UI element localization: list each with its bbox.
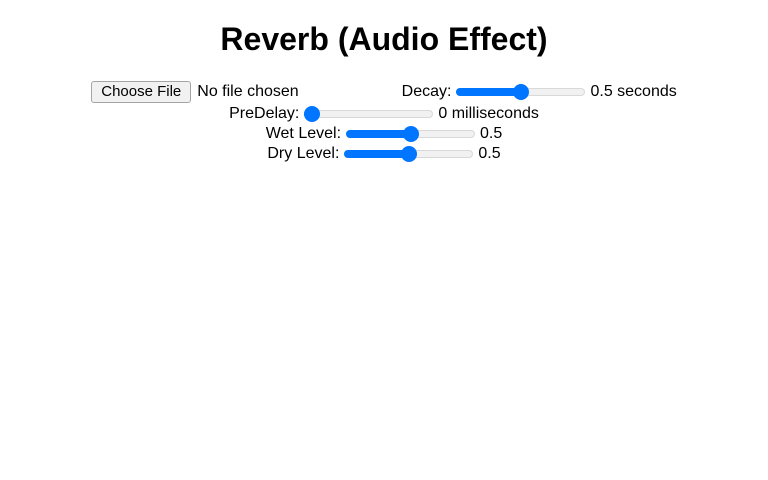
predelay-value: 0 milliseconds <box>438 105 539 122</box>
predelay-slider-track <box>304 110 434 118</box>
wet-level-slider-fill <box>346 130 411 138</box>
predelay-slider[interactable] <box>304 106 434 122</box>
audio-file-input[interactable]: Choose File No file chosen <box>91 80 299 103</box>
decay-slider-thumb[interactable] <box>512 83 529 100</box>
decay-slider-fill <box>456 87 521 96</box>
reverb-app-page: Reverb (Audio Effect) Choose File No fil… <box>0 21 768 164</box>
decay-value: 0.5 seconds <box>590 82 677 100</box>
wet-level-slider[interactable] <box>346 126 476 142</box>
dry-level-slider-fill <box>344 150 409 158</box>
predelay-label: PreDelay: <box>229 105 300 122</box>
page-title: Reverb (Audio Effect) <box>220 21 548 57</box>
choose-file-button[interactable]: Choose File <box>91 80 192 103</box>
file-status-text: No file chosen <box>197 82 299 100</box>
dry-level-slider-thumb[interactable] <box>400 146 417 162</box>
wet-level-value: 0.5 <box>480 125 503 142</box>
spacer <box>299 91 402 92</box>
dry-level-value: 0.5 <box>478 145 501 162</box>
predelay-slider-thumb[interactable] <box>304 106 321 122</box>
row-dry-level: Dry Level: 0.5 <box>0 144 768 164</box>
controls: Choose File No file chosen Decay: 0.5 se… <box>0 79 768 164</box>
dry-level-label: Dry Level: <box>267 145 340 162</box>
wet-level-slider-thumb[interactable] <box>402 126 419 142</box>
wet-level-label: Wet Level: <box>265 125 342 142</box>
row-file-and-decay: Choose File No file chosen Decay: 0.5 se… <box>0 79 768 104</box>
row-predelay: PreDelay: 0 milliseconds <box>0 104 768 124</box>
row-wet-level: Wet Level: 0.5 <box>0 124 768 144</box>
dry-level-slider[interactable] <box>344 146 474 162</box>
decay-label: Decay: <box>401 82 452 100</box>
decay-slider[interactable] <box>456 83 586 100</box>
